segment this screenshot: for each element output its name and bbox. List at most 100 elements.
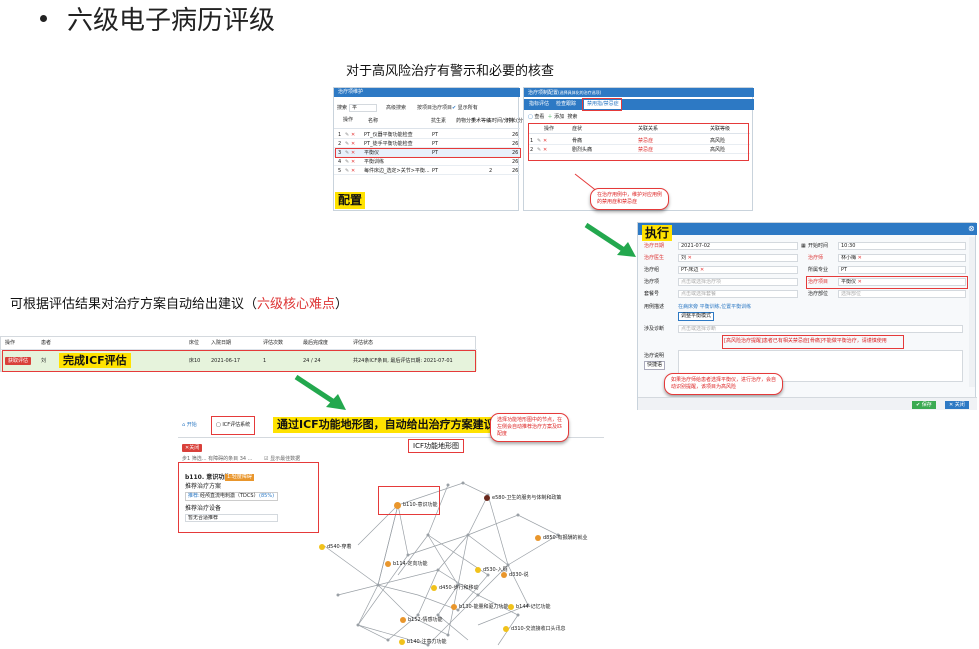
icf-node[interactable] (431, 585, 437, 591)
close-icon[interactable]: ⊗ (968, 224, 975, 233)
row-highlight (2, 350, 476, 372)
diagnosis-field[interactable]: 点击或选择诊断 (678, 325, 963, 333)
device-title: 推荐治疗设备 (185, 505, 222, 512)
warning-highlight (722, 335, 904, 349)
treatment-date-field[interactable]: 2021-07-02 (678, 242, 798, 250)
assessment-table-header: 操作 患者 床位 入院日期 评估次数 最后完成度 评估状态 (1, 337, 477, 350)
table-row[interactable]: 2✎✕ 剧烈头痛禁忌症高风险 (528, 146, 750, 154)
config-panel: 治疗项维护 搜索 平 高级搜索 按项目治疗项目 ✔ 显示所有 操作 名称 抗生素… (333, 87, 530, 211)
icf-node[interactable] (503, 626, 509, 632)
icf-panel: ⌂ 开始 ▢ ICF评估系统 通过ICF功能地形图，自动给出治疗方案建议 ICF… (178, 410, 604, 649)
show-all-checkbox[interactable]: ✔ 显示所有 (452, 105, 478, 111)
specialty-select[interactable]: PT (838, 266, 966, 274)
exec-badge: 执行 (642, 225, 673, 241)
arrow-down-right-icon (294, 374, 346, 410)
assessment-table: 操作 患者 床位 入院日期 评估次数 最后完成度 评估状态 获取评估 刘 完成I… (0, 336, 477, 372)
get-assessment-button[interactable]: 获取评估 (5, 357, 32, 365)
config-panel-header: 治疗项维护 (334, 88, 520, 97)
exec-panel-header (638, 223, 977, 235)
package-field[interactable]: 点击或选择套餐 (678, 290, 798, 298)
view-button[interactable]: ▢ 查看 (528, 114, 545, 120)
tab-highlight (582, 98, 622, 111)
icf-callout: 选择功能地形图中的节点，在 左侧会自动推荐治疗方案及匹 配度 (490, 413, 570, 442)
treatment-item-field[interactable]: 点击或选择治疗项 (678, 278, 798, 286)
config-badge: 配置 (335, 192, 366, 209)
rec-title: 推荐治疗方案 (185, 483, 222, 490)
relation-tabs: 指标评估 检查跟踪 禁用指/禁忌症 (524, 99, 754, 110)
icf-badge: 通过ICF功能地形图，自动给出治疗方案建议 (273, 417, 499, 433)
icf-node[interactable] (451, 604, 457, 610)
slide-title: 六级电子病历评级 (40, 0, 275, 37)
bullet-dot-icon (40, 15, 47, 22)
caption-warning: 对于高风险治疗有警示和必要的核查 (346, 64, 555, 79)
icf-node[interactable] (508, 604, 514, 610)
filter-text: 步1 筛选... 有障碍的条目 34 ... (182, 456, 253, 462)
table-row[interactable]: 1✎✕ 骨痛禁忌症高风险 (528, 137, 750, 145)
icf-node[interactable] (399, 639, 405, 645)
treatment-group-field[interactable]: PT-床边 ✕ (678, 266, 798, 274)
filter-input[interactable]: 平 (349, 104, 377, 112)
rec-item[interactable]: 推荐: 经颅直流电刺激（TDCS） (85%) (185, 492, 278, 501)
tab-check[interactable]: 检查跟踪 (556, 101, 577, 107)
start-time-field[interactable]: 10:30 (838, 242, 966, 250)
quick-phrase-button[interactable]: 快捷语 (644, 361, 666, 370)
icf-node[interactable] (501, 572, 507, 578)
icf-network-graph (322, 481, 560, 647)
note-textarea[interactable] (678, 350, 963, 382)
icf-node[interactable] (484, 495, 490, 501)
exec-panel: ⊗ 执行 治疗日期 2021-07-02 ▦ 开始时间 10:30 治疗医生 刘… (637, 222, 977, 410)
icf-node[interactable] (385, 561, 391, 567)
doctor-field[interactable]: 刘 ✕ (678, 254, 798, 262)
icf-node[interactable] (475, 567, 481, 573)
exec-callout: 如果治疗师给患者选择平衡仪，进行治疗，会自 动识别提醒，该项目为高风险 (664, 373, 784, 395)
node-code: b110. 意识功能 (185, 474, 231, 481)
relation-table-highlight (528, 123, 749, 161)
divider (178, 437, 604, 438)
scrollbar[interactable] (969, 237, 975, 387)
relation-toolbar: ▢ 查看 ＋ 添加 搜索 (528, 114, 577, 121)
relation-callout: 在治疗用例中，维护对应用例 的禁用症和禁忌症 (590, 188, 670, 210)
save-button[interactable]: ✔ 保存 (912, 401, 936, 409)
icf-node[interactable] (319, 544, 325, 550)
icf-complete-badge: 完成ICF评估 (59, 353, 131, 368)
relation-panel-header: 治疗项制配置(选择具体化的治疗选项) (524, 88, 754, 97)
exec-footer: ✔ 保存 ✕ 关闭 (638, 397, 977, 410)
selected-row-highlight (335, 148, 521, 158)
recommend-box (178, 462, 319, 533)
breadcrumb-home[interactable]: ⌂ 开始 (182, 422, 197, 428)
icf-node[interactable] (400, 617, 406, 623)
close-button[interactable]: ✕关闭 (182, 444, 203, 452)
usage-description: 在病床旁 平衡训练,位置平衡训练 (678, 304, 752, 310)
treatment-site-field[interactable]: 选择部位 (838, 290, 966, 298)
therapist-field[interactable]: 林小梅 ✕ (838, 254, 966, 262)
best-data-checkbox[interactable]: ☑ 显示最佳数据 (264, 456, 301, 462)
close-button[interactable]: ✕ 关闭 (945, 401, 969, 409)
advanced-search-link[interactable]: 高级搜索 (386, 105, 407, 111)
map-title: ICF功能地形图 (408, 439, 464, 453)
treatment-project-field[interactable]: 平衡仪 ✕ (838, 278, 966, 286)
icf-node[interactable] (535, 535, 541, 541)
tab-contraindication[interactable]: 禁用指/禁忌症 (584, 100, 622, 109)
relation-table-header: 操作 症状 关联关系 关联等级 (528, 124, 750, 134)
search-button[interactable]: 搜索 (567, 114, 578, 120)
add-button[interactable]: ＋ 添加 (547, 114, 565, 120)
severity-badge: 1:轻度障碍 (225, 474, 254, 481)
by-project-link[interactable]: 按项目治疗项目 (417, 105, 453, 111)
relation-table-body: 1✎✕ 骨痛禁忌症高风险 2✎✕ 剧烈头痛禁忌症高风险 (528, 137, 750, 157)
tab-indicator[interactable]: 指标评估 (529, 101, 550, 107)
treatment-project-highlight (806, 276, 968, 289)
caption-suggest: 可根据评估结果对治疗方案自动给出建议（六级核心难点） (10, 297, 349, 312)
adjust-mode-button[interactable]: 调整平衡模式 (678, 312, 715, 321)
calendar-icon[interactable]: ▦ (801, 243, 806, 249)
icf-node[interactable] (394, 502, 401, 509)
device-field[interactable]: 暂无合适推荐 (185, 514, 278, 522)
table-row[interactable]: 获取评估 刘 完成ICF评估 床10 2021-06-17 1 24 / 24 … (1, 351, 477, 371)
tab-icf-system[interactable]: ▢ ICF评估系统 (211, 416, 256, 435)
arrow-down-right-icon (584, 222, 636, 257)
